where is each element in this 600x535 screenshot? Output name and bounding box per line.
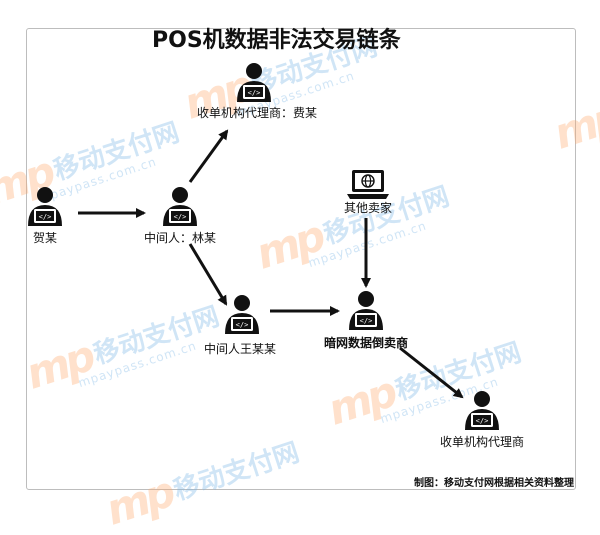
person-icon: </> <box>465 391 499 430</box>
svg-text:</>: </> <box>360 317 373 325</box>
person-icon: </> <box>237 63 271 102</box>
laptop-globe-icon <box>347 170 389 199</box>
arrow-layer <box>78 129 464 399</box>
node-label-he: 贺某 <box>32 231 58 245</box>
person-icon: </> <box>349 291 383 330</box>
svg-text:</>: </> <box>39 213 52 221</box>
person-icon: </> <box>163 187 197 226</box>
svg-text:</>: </> <box>236 321 249 329</box>
diagram-title: POS机数据非法交易链条 <box>152 28 401 53</box>
node-label-other-sellers: 其他卖家 <box>343 201 393 215</box>
arrow-lin-to-wang <box>188 243 228 306</box>
footer-credit: 制图：移动支付网根据相关资料整理 <box>414 478 574 489</box>
person-icon: </> <box>225 295 259 334</box>
svg-text:</>: </> <box>476 417 489 425</box>
node-label-wang: 中间人王某某 <box>203 342 277 356</box>
arrow-dark-reseller-to-agent-bottom <box>399 346 464 399</box>
node-label-lin: 中间人：林某 <box>143 231 217 245</box>
svg-text:</>: </> <box>174 213 187 221</box>
node-label-agent-bottom: 收单机构代理商 <box>439 435 525 449</box>
node-label-dark-reseller: 暗网数据倒卖商 <box>323 336 409 350</box>
person-icon: </> <box>28 187 62 226</box>
node-label-agent-top: 收单机构代理商：费某 <box>196 106 318 120</box>
arrow-lin-to-agent-top <box>188 129 229 183</box>
svg-text:</>: </> <box>248 89 261 97</box>
